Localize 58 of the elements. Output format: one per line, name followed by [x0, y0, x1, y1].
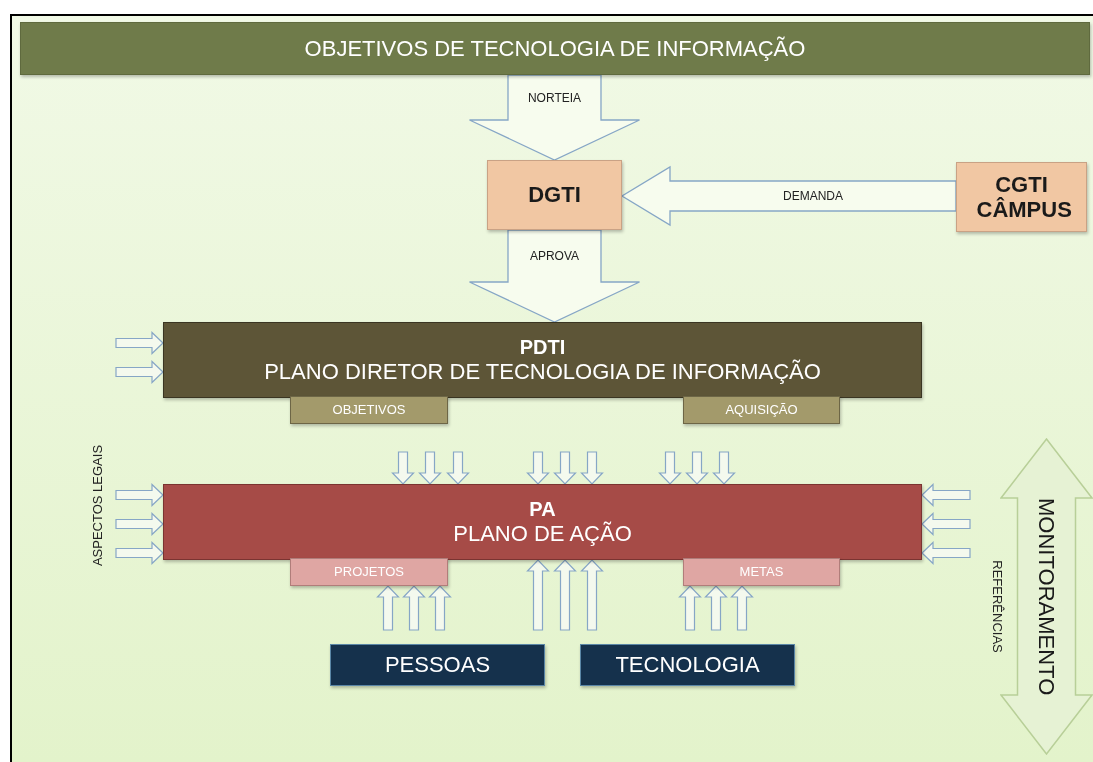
- block-arrow: [620, 165, 957, 227]
- side-label: ASPECTOS LEGAIS: [89, 444, 105, 566]
- heading-text: PDTI: [519, 335, 566, 359]
- block-arrow: [402, 585, 426, 631]
- block-arrow: [115, 483, 164, 507]
- box-text: PESSOAS: [384, 652, 491, 678]
- box-text: MONITORAMENTO: [1033, 497, 1060, 696]
- block-arrow: [468, 229, 641, 323]
- block-arrow: [921, 483, 971, 507]
- box-text: AQUISIÇÃO: [725, 402, 798, 418]
- block-arrow: [468, 74, 641, 161]
- tab-box: [290, 558, 448, 586]
- tab-box: [290, 396, 448, 424]
- block-arrow: [115, 331, 164, 355]
- block-arrow: [553, 559, 577, 631]
- block-arrow: [376, 585, 400, 631]
- block-arrow: [428, 585, 452, 631]
- block-arrow: [580, 559, 604, 631]
- edge-label: NORTEIA: [527, 90, 582, 105]
- block-arrow: [115, 512, 164, 536]
- heading-text: PA: [529, 497, 556, 521]
- process-box: [487, 160, 622, 230]
- box-text: OBJETIVOS DE TECNOLOGIA DE INFORMAÇÃO: [304, 35, 806, 62]
- process-box: [956, 162, 1087, 232]
- box-text: OBJETIVOS: [332, 402, 406, 418]
- box-text: DGTI: [528, 182, 581, 208]
- block-arrow: [115, 360, 164, 384]
- block-arrow: [418, 451, 442, 485]
- block-arrow: [658, 451, 682, 485]
- box-text: METAS: [739, 564, 784, 580]
- block-arrow: [580, 451, 604, 485]
- block-arrow: [526, 451, 550, 485]
- tab-box: [683, 558, 840, 586]
- tab-box: [683, 396, 840, 424]
- block-arrow: [678, 585, 702, 631]
- block-arrow: [712, 451, 736, 485]
- block-arrow: [685, 451, 709, 485]
- side-label: REFERÊNCIAS: [989, 559, 1005, 653]
- resource-box: [330, 644, 545, 686]
- box-text: TECNOLOGIA: [615, 652, 760, 678]
- block-arrow: [921, 541, 971, 565]
- block-arrow: [391, 451, 415, 485]
- edge-label: APROVA: [529, 249, 580, 263]
- block-arrow: [730, 585, 754, 631]
- block-arrow: [553, 451, 577, 485]
- block-arrow: [921, 512, 971, 536]
- body-text: PLANO DIRETOR DE TECNOLOGIA DE INFORMAÇÃO: [264, 358, 821, 385]
- box-text: PROJETOS: [334, 564, 404, 580]
- block-arrow: [704, 585, 728, 631]
- title-banner: [20, 22, 1090, 75]
- resource-box: [580, 644, 795, 686]
- block-arrow: [115, 541, 164, 565]
- block-arrow: [526, 559, 550, 631]
- plan-box: [163, 322, 922, 398]
- body-text: PLANO DE AÇÃO: [453, 520, 632, 547]
- plan-box: [163, 484, 922, 560]
- edge-label: DEMANDA: [783, 189, 843, 203]
- block-arrow: [446, 451, 470, 485]
